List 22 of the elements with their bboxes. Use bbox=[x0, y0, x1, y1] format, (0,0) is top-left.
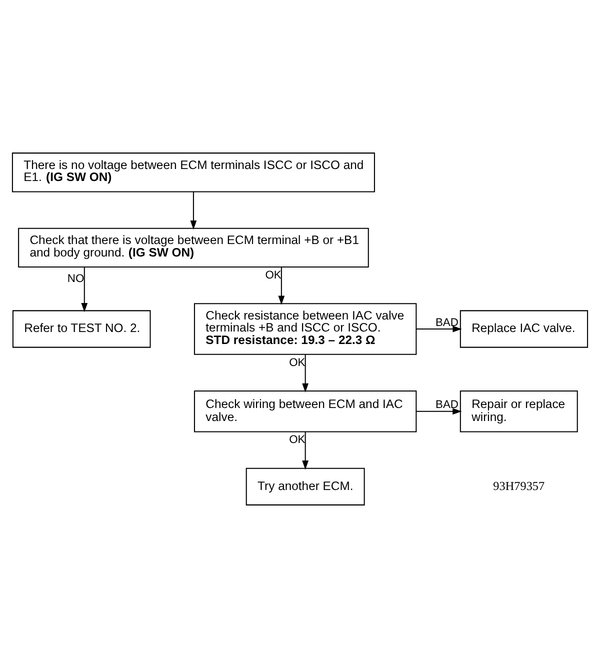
arrow bbox=[416, 408, 462, 415]
edge-label: BAD bbox=[435, 316, 458, 329]
label: 93H79357 bbox=[493, 478, 545, 493]
arrow bbox=[416, 326, 462, 332]
edge-label: OK bbox=[289, 434, 306, 446]
node-box: There is no voltage between ECM terminals ISCC or ISCO and E1. (IG SW ON) bbox=[12, 152, 375, 192]
arrow bbox=[302, 354, 309, 393]
node-box: Refer to TEST NO. 2. bbox=[12, 310, 151, 348]
edge-label: BAD bbox=[436, 399, 458, 412]
arrow bbox=[302, 432, 309, 470]
node-box: Check that there is voltage between ECM terminal +B or +B1 and body ground. (IG SW ON) bbox=[18, 228, 369, 268]
node-box: Try another ECM. bbox=[246, 468, 365, 506]
arrow bbox=[190, 192, 197, 230]
arrow bbox=[81, 267, 88, 312]
edge-label: NO bbox=[67, 273, 84, 286]
edge-label: OK bbox=[265, 270, 282, 282]
node-box: Repair or replace wiring. bbox=[460, 390, 578, 432]
node-box: Replace IAC valve. bbox=[460, 310, 588, 348]
arrow bbox=[278, 267, 285, 305]
node-box: Check resistance between IAC valve terminals +B and ISCC or ISCO. STD resistance: 19.3 – 22.3 Ω bbox=[194, 303, 417, 355]
edge-label: OK bbox=[289, 356, 306, 369]
node-box: Check wiring between ECM and IAC valve. bbox=[194, 390, 417, 432]
